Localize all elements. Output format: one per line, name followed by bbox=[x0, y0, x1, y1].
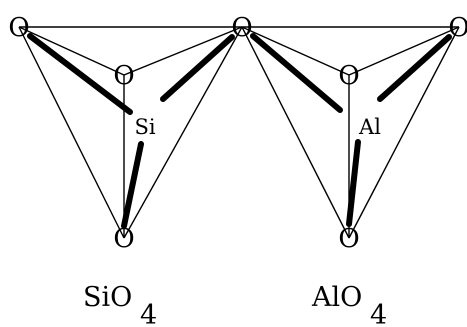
alo4-oxygen-atoms: O O O bbox=[338, 13, 467, 254]
sio4-oxygen-bottom: O bbox=[113, 224, 134, 254]
sio4-formula: SiO 4 bbox=[83, 282, 157, 327]
alo4-formula-subscript: 4 bbox=[370, 300, 387, 327]
al-o-bond-top-right bbox=[377, 34, 452, 102]
alo4-edge-back-right bbox=[348, 26, 460, 76]
alo4-formula: AlO 4 bbox=[311, 282, 387, 327]
si-o-bond-bottom bbox=[121, 141, 144, 229]
shared-oxygen-atom: O bbox=[231, 13, 252, 43]
alo4-oxygen-bottom: O bbox=[338, 224, 359, 254]
si-o-bond-top-left bbox=[27, 33, 133, 115]
alo4-oxygen-back: O bbox=[338, 61, 359, 91]
sio4-oxygen-back: O bbox=[113, 61, 134, 91]
sio4-tetrahedron-edges bbox=[18, 26, 243, 239]
sio4-oxygen-top-left: O bbox=[8, 13, 29, 43]
si-o-bond-top-right bbox=[160, 34, 235, 102]
sio4-edge-right bbox=[123, 26, 243, 239]
sio4-oxygen-atoms: O O O bbox=[8, 13, 134, 254]
alo4-oxygen-top-right: O bbox=[448, 13, 467, 43]
al-o-bond-top-left bbox=[250, 33, 343, 113]
sio4-bonds bbox=[27, 33, 235, 229]
sio4-edge-left bbox=[18, 26, 125, 239]
alo4-edge-right bbox=[348, 26, 460, 239]
sio4-edge-back-left bbox=[18, 26, 125, 76]
sio4-edge-back-right bbox=[123, 26, 243, 76]
alo4-formula-base: AlO bbox=[311, 282, 362, 313]
aluminum-atom-label: Al bbox=[358, 115, 381, 139]
sio4-formula-base: SiO bbox=[83, 282, 132, 313]
alo4-edge-left bbox=[241, 26, 350, 239]
alo4-edge-back-left bbox=[241, 26, 350, 76]
sio4-formula-subscript: 4 bbox=[140, 300, 157, 327]
al-o-bond-bottom bbox=[346, 139, 361, 227]
alo4-bonds bbox=[250, 33, 452, 227]
silicon-atom-label: Si bbox=[134, 115, 155, 139]
